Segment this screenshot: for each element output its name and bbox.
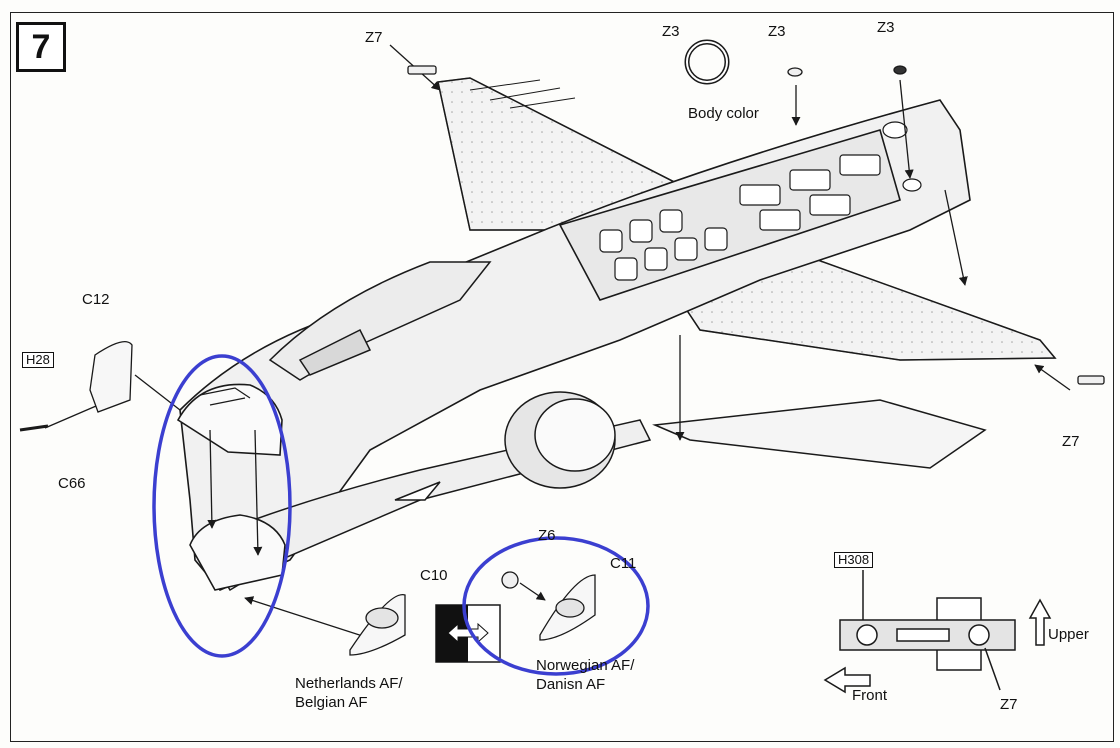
detail-label-h308: H308 (834, 552, 874, 569)
part-label-c10: C10 (420, 567, 448, 584)
small-parts (19, 39, 1105, 656)
part-label-z3-mid: Z3 (768, 23, 786, 40)
stabilizer-panel (652, 399, 987, 469)
variant-netherlands-line1: Netherlands AF/ (295, 675, 403, 692)
step-number: 7 (16, 22, 66, 72)
part-label-c11: C11 (610, 555, 637, 572)
fuselage (179, 99, 971, 591)
variant-norwegian-line2: Danisn AF (536, 676, 606, 693)
highlight-circle-norwegian (462, 536, 650, 676)
part-label-z7-top: Z7 (365, 29, 383, 46)
lower-fuselage (198, 391, 652, 592)
detail-label-front: Front (852, 687, 888, 704)
detail-label-upper: Upper (1048, 626, 1089, 643)
upper-arrow-icon (1028, 598, 1052, 646)
page-frame (10, 12, 1114, 742)
part-label-z6: Z6 (538, 527, 556, 544)
part-label-c12: C12 (82, 291, 110, 308)
part-label-z3-right: Z3 (877, 19, 895, 36)
front-arrow-icon (823, 666, 871, 694)
variant-netherlands-line2: Belgian AF (295, 694, 368, 711)
part-label-z3-left: Z3 (662, 23, 680, 40)
part-label-h28: H28 (22, 352, 54, 369)
h308-bracket (839, 570, 1016, 691)
highlight-circle-nose (152, 354, 292, 658)
part-label-z7-right: Z7 (1062, 433, 1080, 450)
left-wing (437, 77, 692, 231)
detail-label-z7: Z7 (1000, 696, 1018, 713)
body-color-label: Body color (688, 105, 759, 122)
variant-norwegian-line1: Norwegian AF/ (536, 657, 635, 674)
part-label-c66: C66 (58, 475, 86, 492)
cockpit (268, 261, 492, 381)
nose-intake (176, 383, 286, 591)
